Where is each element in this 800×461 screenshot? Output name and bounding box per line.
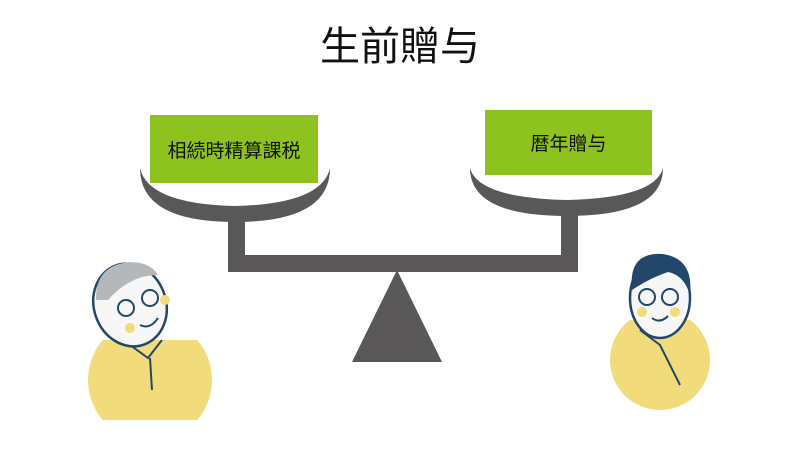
left-pan-label: 相続時精算課税 [150,115,318,183]
fulcrum [352,270,442,362]
beam [228,255,578,272]
young-man-illustration [610,253,710,410]
right-pan [470,168,663,216]
elderly-man-illustration [88,262,212,420]
left-pan [140,168,330,222]
page-title: 生前贈与 [320,24,480,70]
right-pan-label: 暦年贈与 [485,110,652,175]
